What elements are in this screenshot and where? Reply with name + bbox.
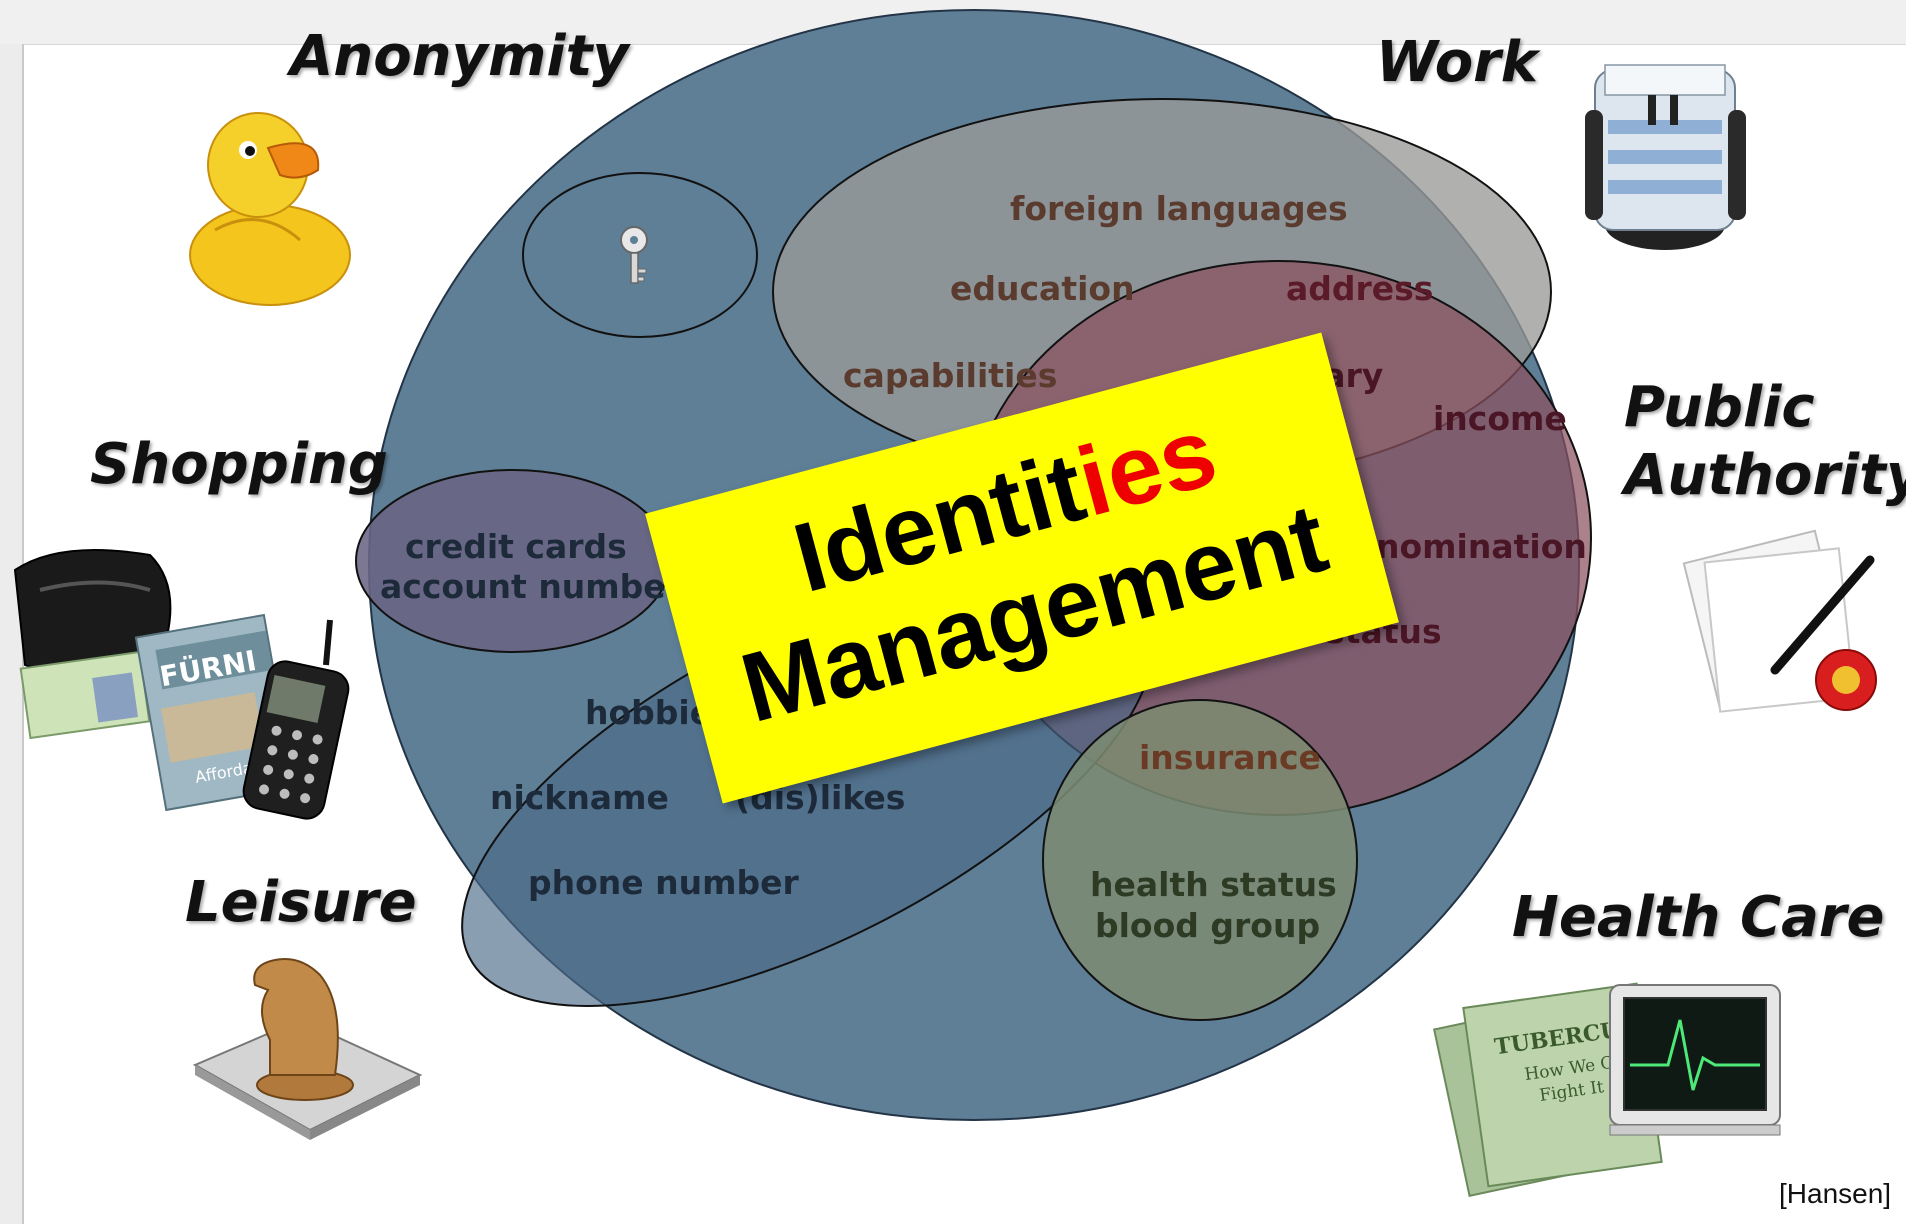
attr-credit-cards: credit cards bbox=[405, 527, 627, 566]
category-public-authority-line2: Authority bbox=[1624, 443, 1906, 508]
attr-blood-group: blood group bbox=[1095, 906, 1321, 945]
attr-foreign-languages: foreign languages bbox=[1010, 189, 1348, 228]
attr-phone-number: phone number bbox=[528, 863, 799, 902]
heart-monitor-icon bbox=[1609, 984, 1781, 1136]
attr-account-number: account number bbox=[380, 567, 682, 606]
category-leisure: Leisure bbox=[185, 870, 417, 935]
category-work: Work bbox=[1376, 30, 1539, 95]
attr-health-status: health status bbox=[1090, 865, 1337, 904]
attr-nickname: nickname bbox=[490, 778, 669, 817]
category-anonymity: Anonymity bbox=[290, 24, 629, 89]
key-icon bbox=[620, 226, 648, 284]
source-credit: [Hansen] bbox=[1779, 1178, 1892, 1209]
anonymity-ellipse bbox=[522, 172, 758, 338]
document-pen-icon bbox=[1682, 529, 1877, 713]
rubber-duck-icon bbox=[189, 112, 351, 306]
attr-income: income bbox=[1433, 399, 1567, 438]
attr-address: address bbox=[1286, 269, 1434, 308]
attr-capabilities: capabilities bbox=[843, 356, 1058, 395]
attr-insurance: insurance bbox=[1139, 738, 1321, 777]
rolodex-icon bbox=[1585, 64, 1746, 250]
health-ellipse bbox=[1042, 699, 1358, 1021]
catalog-icon: FÜRNI Affordable bbox=[134, 613, 296, 812]
attr-education: education bbox=[950, 269, 1135, 308]
category-health-care: Health Care bbox=[1512, 885, 1885, 950]
category-shopping: Shopping bbox=[90, 432, 388, 497]
category-public-authority-line1: Public bbox=[1624, 375, 1815, 440]
chess-knight-icon bbox=[192, 958, 423, 1140]
mobile-phone-icon bbox=[242, 619, 350, 820]
wallet-icon bbox=[13, 549, 172, 740]
